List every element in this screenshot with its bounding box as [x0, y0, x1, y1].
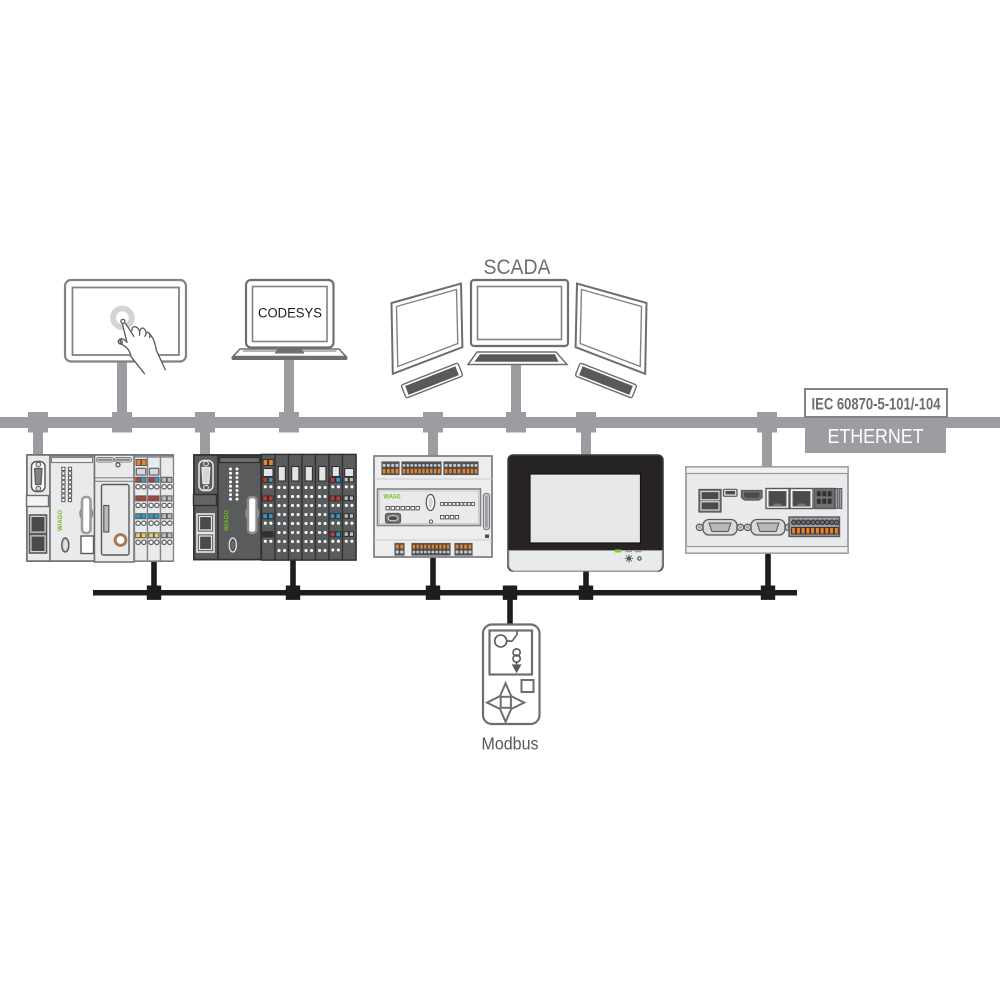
svg-text:Modbus: Modbus — [482, 734, 539, 754]
svg-text:SCADA: SCADA — [484, 256, 551, 279]
svg-text:W/AGO: W/AGO — [224, 510, 231, 531]
svg-text:CODESYS: CODESYS — [258, 306, 322, 321]
svg-text:W/AGO: W/AGO — [384, 494, 401, 501]
svg-text:ETHERNET: ETHERNET — [828, 426, 924, 448]
svg-text:W/AGO: W/AGO — [57, 510, 64, 531]
svg-text:IEC 60870-5-101/-104: IEC 60870-5-101/-104 — [812, 395, 941, 414]
